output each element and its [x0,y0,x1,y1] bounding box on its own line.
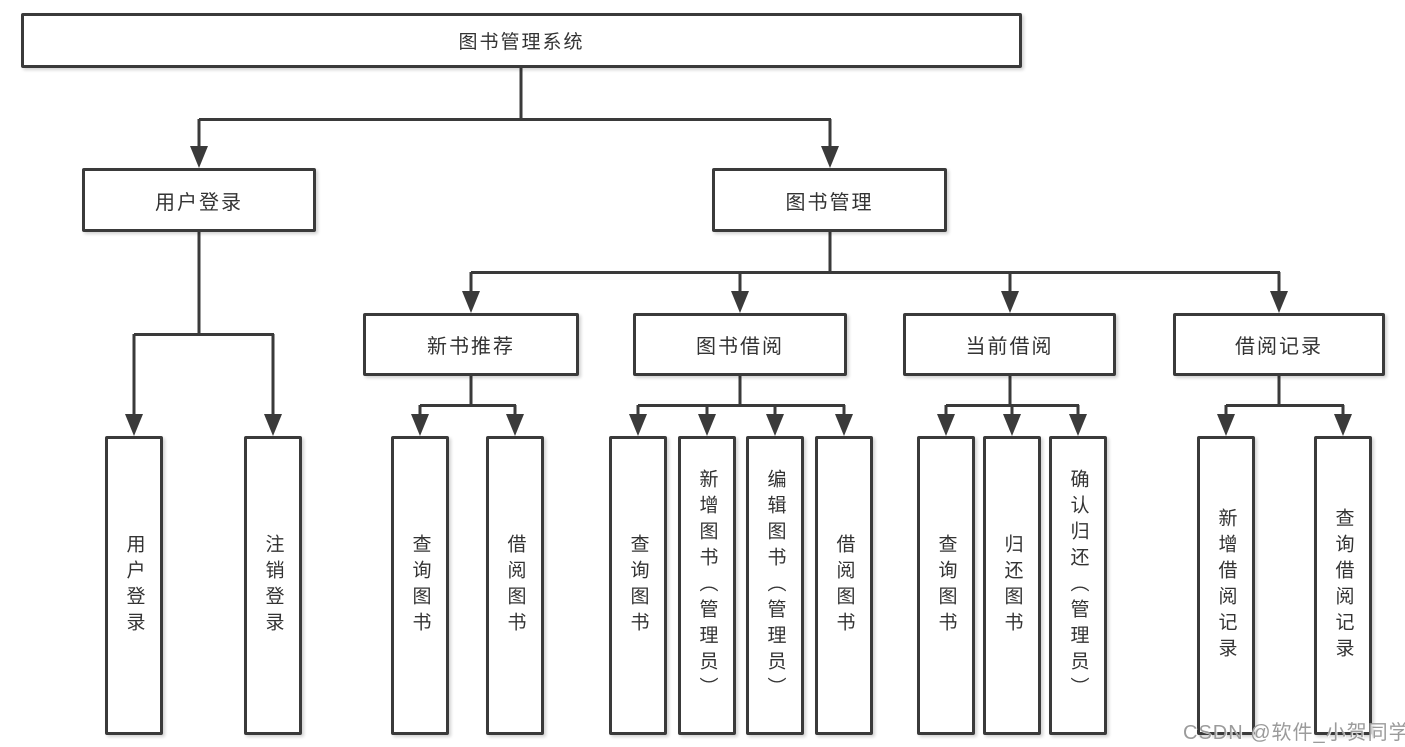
leaf-edit-book-admin: 编辑图书（管理员） [746,436,804,735]
leaf-query-books-current: 查询图书 [917,436,975,735]
leaf-return-books: 归还图书 [983,436,1041,735]
leaf-query-borrow-record: 查询借阅记录 [1314,436,1372,735]
csdn-watermark: CSDN @软件_小贺同学 [1183,722,1405,744]
leaf-add-book-admin: 新增图书（管理员） [678,436,736,735]
leaf-borrow-books-borrowing: 借阅图书 [815,436,873,735]
leaf-query-books-borrowing: 查询图书 [609,436,667,735]
node-user-login: 用户登录 [82,168,316,232]
leaf-query-books-recommend: 查询图书 [391,436,449,735]
node-borrowing-records: 借阅记录 [1173,313,1385,376]
leaf-user-login: 用户登录 [105,436,163,735]
node-new-book-recommendation: 新书推荐 [363,313,579,376]
node-book-borrowing: 图书借阅 [633,313,847,376]
node-book-management: 图书管理 [712,168,947,232]
leaf-add-borrow-record: 新增借阅记录 [1197,436,1255,735]
arrowhead-icons [125,146,1352,436]
leaf-borrow-books-recommend: 借阅图书 [486,436,544,735]
node-current-borrowing: 当前借阅 [903,313,1116,376]
node-library-management-system: 图书管理系统 [21,13,1022,68]
leaf-confirm-return-admin: 确认归还（管理员） [1049,436,1107,735]
leaf-logout: 注销登录 [244,436,302,735]
